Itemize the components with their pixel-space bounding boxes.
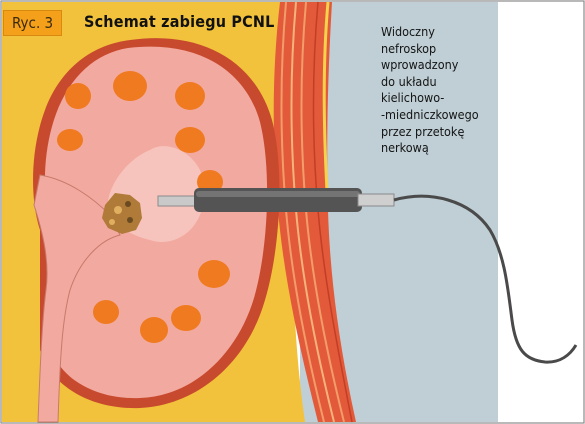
caption-line: nerkową <box>381 140 503 157</box>
figure-caption: Widoczny nefroskop wprowadzony do układu… <box>381 24 503 157</box>
caption-line: Widoczny <box>381 24 503 41</box>
caption-line: wprowadzony <box>381 57 503 74</box>
figure-tag: Ryc. 3 <box>3 10 62 36</box>
figure-title: Schemat zabiegu PCNL <box>84 10 275 34</box>
caption-line: nefroskop <box>381 41 503 58</box>
caption-line: kielichowo- <box>381 90 503 107</box>
caption-line: przez przetokę <box>381 124 503 141</box>
caption-line: do układu <box>381 74 503 91</box>
caption-line: -miedniczkowego <box>381 107 503 124</box>
